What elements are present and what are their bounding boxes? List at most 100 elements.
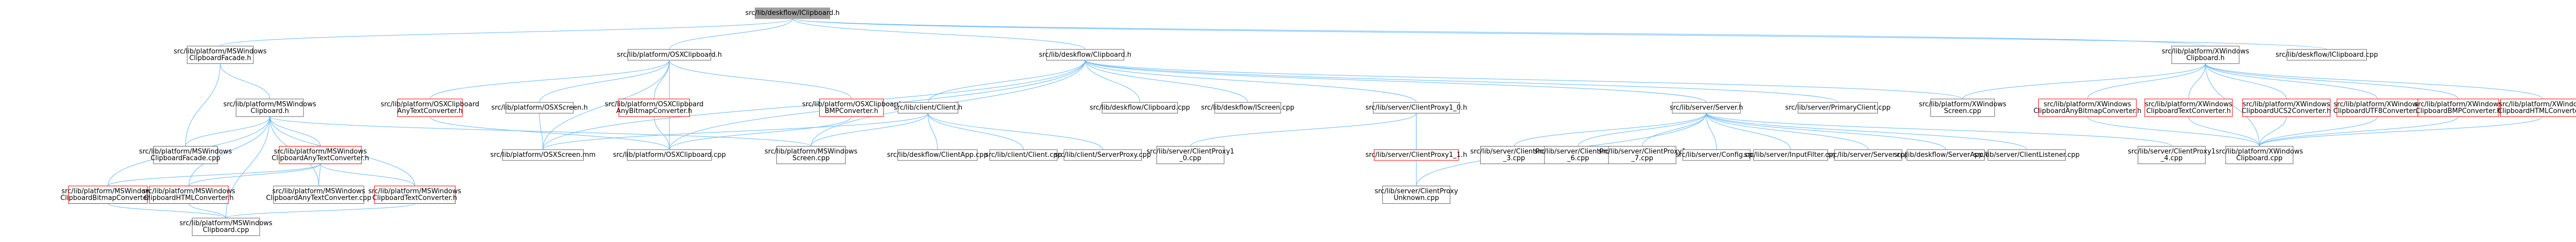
dependency-edge: [1084, 60, 1417, 103]
graph-root-node: src/lib/deskflow/IClipboard.h: [745, 7, 840, 19]
node-label: Screen.cpp: [1944, 107, 1981, 115]
node-label: ClipboardFacade.cpp: [150, 154, 221, 162]
file-node[interactable]: src/lib/deskflow/ClientApp.cpp: [887, 149, 988, 161]
dependency-edge: [2188, 116, 2260, 147]
node-label: src/lib/platform/XWindows: [2499, 101, 2576, 108]
file-node[interactable]: src/lib/platform/MSWindowsClipboardHTMLC…: [142, 185, 235, 204]
file-node[interactable]: src/lib/deskflow/IClipboard.cpp: [2276, 49, 2378, 61]
file-node[interactable]: src/lib/platform/OSXClipboardBMPConverte…: [802, 99, 901, 117]
file-node[interactable]: src/lib/platform/OSXClipboardAnyBitmapCo…: [605, 99, 704, 117]
file-node[interactable]: src/lib/platform/MSWindowsClipboardFacad…: [174, 45, 267, 64]
file-node[interactable]: src/lib/platform/OSXClipboard.h: [617, 49, 722, 61]
file-node[interactable]: src/lib/server/PrimaryClient.cpp: [1785, 102, 1890, 114]
node-box: [1063, 149, 1142, 161]
dependency-edge: [1962, 63, 2206, 100]
node-label: src/lib/server/ClientProxy1_0.h: [1365, 104, 1467, 111]
file-node[interactable]: src/lib/platform/XWindowsClipboardTextCo…: [2144, 99, 2233, 117]
dependency-edge: [543, 113, 928, 150]
node-label: Clipboard.cpp: [203, 227, 249, 234]
node-box: [897, 149, 978, 161]
dependency-edge: [654, 60, 670, 99]
file-node[interactable]: src/lib/deskflow/Clipboard.h: [1039, 49, 1131, 61]
file-node[interactable]: src/lib/platform/XWindowsClipboardBMPCon…: [2415, 99, 2502, 117]
file-node[interactable]: src/lib/server/ClientProxy1_4.cpp: [2128, 146, 2215, 164]
node-label: src/lib/platform/MSWindows: [765, 148, 858, 155]
file-node[interactable]: src/lib/client/Client.cpp: [985, 149, 1062, 161]
node-label: ClipboardBMPConverter.h: [2416, 107, 2501, 115]
file-node[interactable]: src/lib/server/InputFilter.cpp: [1744, 149, 1837, 161]
file-node[interactable]: src/lib/platform/XWindowsClipboardAnyBit…: [2033, 99, 2141, 117]
file-node[interactable]: src/lib/client/Client.h: [894, 102, 962, 114]
node-label: src/lib/deskflow/IClipboard.h: [745, 9, 840, 17]
node-label: _3.cpp: [1503, 154, 1526, 162]
file-node[interactable]: src/lib/platform/XWindowsClipboardUTF8Co…: [2333, 99, 2421, 117]
file-node[interactable]: src/lib/deskflow/IScreen.cpp: [1201, 102, 1294, 114]
dependency-edge: [318, 164, 321, 186]
node-label: src/lib/platform/MSWindows: [272, 187, 365, 195]
file-node[interactable]: src/lib/platform/MSWindowsClipboardBitma…: [60, 185, 156, 204]
node-box: [2500, 99, 2576, 117]
file-node[interactable]: src/lib/server/ClientProxy1_6.cpp: [1534, 146, 1622, 164]
node-label: src/lib/platform/XWindows: [2334, 101, 2421, 108]
file-node[interactable]: src/lib/server/ClientProxy1_0.h: [1365, 102, 1467, 114]
node-box: [1834, 149, 1903, 161]
file-node[interactable]: src/lib/deskflow/Clipboard.cpp: [1090, 102, 1190, 114]
file-node[interactable]: src/lib/server/ClientProxy1_0.cpp: [1146, 146, 1234, 164]
node-box: [2171, 45, 2240, 64]
node-box: [502, 149, 584, 161]
file-node[interactable]: src/lib/platform/OSXClipboardAnyTextConv…: [381, 99, 479, 117]
dependency-edge: [1706, 113, 1717, 150]
file-node[interactable]: src/lib/server/ClientListener.cpp: [1974, 149, 2079, 161]
dependency-edge: [810, 113, 928, 147]
file-node[interactable]: src/lib/server/ClientProxy1_7.cpp: [1599, 146, 1686, 164]
file-node[interactable]: src/lib/server/ClientProxy1_3.cpp: [1470, 146, 1558, 164]
dependency-edge: [654, 116, 670, 150]
dependency-edge: [2259, 116, 2378, 147]
file-node[interactable]: src/lib/platform/OSXClipboard.cpp: [613, 149, 726, 161]
node-box: [1930, 99, 1995, 117]
dependency-edge: [2205, 63, 2378, 99]
node-box: [1753, 149, 1828, 161]
dependency-edge: [927, 113, 938, 150]
dependency-edge: [669, 60, 852, 99]
file-node[interactable]: src/lib/platform/MSWindowsClipboardAnyTe…: [266, 185, 371, 204]
node-box: [1374, 149, 1459, 161]
node-label: src/lib/platform/OSXClipboard.cpp: [613, 151, 726, 159]
dependency-edge: [1514, 113, 1707, 147]
node-label: src/lib/platform/MSWindows: [61, 187, 155, 195]
file-node[interactable]: src/lib/platform/XWindowsClipboardHTMLCo…: [2498, 99, 2576, 117]
node-box: [397, 99, 463, 117]
node-box: [68, 185, 148, 204]
node-label: src/lib/platform/MSWindows: [368, 187, 462, 195]
node-label: src/lib/platform/OSXScreen.mm: [490, 151, 596, 159]
node-label: src/lib/server/ClientProxy1: [1470, 148, 1558, 155]
file-node[interactable]: src/lib/server/ClientProxy1_1.h: [1365, 149, 1467, 161]
file-node[interactable]: src/lib/server/Server.h: [1670, 102, 1743, 114]
dependency-edge: [185, 63, 221, 147]
node-label: src/lib/platform/XWindows: [2145, 101, 2232, 108]
node-label: src/lib/client/Client.h: [894, 104, 962, 111]
file-node[interactable]: src/lib/platform/OSXScreen.mm: [490, 149, 596, 161]
node-box: [989, 149, 1058, 161]
file-node[interactable]: src/lib/server/Server.cpp: [1827, 149, 1909, 161]
node-label: Screen.cpp: [792, 154, 829, 162]
file-node[interactable]: src/lib/platform/MSWindowsClipboardFacad…: [139, 146, 232, 164]
file-node[interactable]: src/lib/platform/MSWindowsClipboardAnyTe…: [272, 146, 369, 164]
node-label: src/lib/server/ClientProxy1_1.h: [1365, 151, 1467, 159]
file-node[interactable]: src/lib/platform/OSXScreen.h: [492, 102, 588, 114]
file-node[interactable]: src/lib/client/ServerProxy.cpp: [1055, 149, 1151, 161]
file-node[interactable]: src/lib/server/Config.cpp: [1676, 149, 1757, 161]
dependency-edge: [2259, 116, 2287, 147]
file-node[interactable]: src/lib/platform/MSWindowsClipboardTextC…: [368, 185, 462, 204]
file-node[interactable]: src/lib/platform/XWindowsClipboardUCS2Co…: [2242, 99, 2331, 117]
node-box: [187, 45, 254, 64]
dependency-edge: [269, 116, 321, 147]
file-node[interactable]: src/lib/deskflow/ServerApp.cpp: [1894, 149, 1997, 161]
